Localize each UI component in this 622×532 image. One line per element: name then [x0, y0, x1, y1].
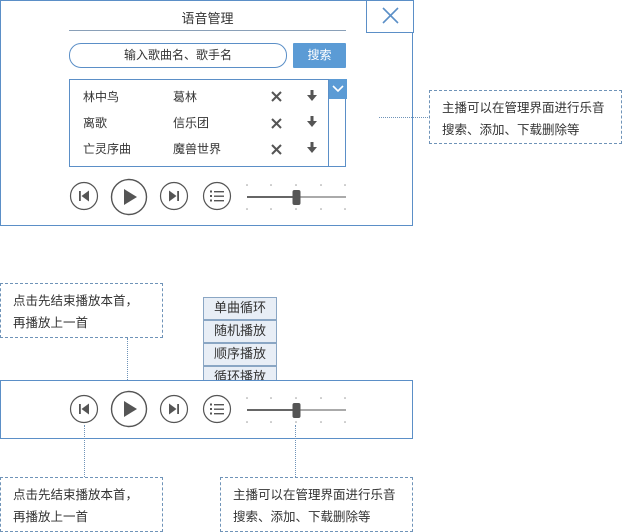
- close-button[interactable]: [366, 0, 414, 33]
- connector-line: [379, 117, 430, 118]
- player-bar: [0, 380, 413, 439]
- play-mode-sequential[interactable]: 顺序播放: [203, 343, 277, 366]
- connector-line: [295, 425, 296, 477]
- song-artist: 魔兽世界: [173, 142, 222, 156]
- page-title: 语音管理: [181, 12, 234, 27]
- download-icon[interactable]: [307, 142, 317, 154]
- title-divider: [69, 30, 346, 31]
- download-icon[interactable]: [307, 90, 317, 102]
- voice-manager-panel: 语音管理 输入歌曲名、歌手名 搜索 林中鸟 葛林 离歌 信乐团: [0, 0, 414, 226]
- song-list: 林中鸟 葛林 离歌 信乐团 亡灵序曲 魔兽世界: [69, 79, 347, 167]
- playlist-button[interactable]: [202, 394, 232, 424]
- search-input[interactable]: 输入歌曲名、歌手名: [69, 43, 287, 68]
- play-mode-shuffle[interactable]: 随机播放: [203, 320, 277, 343]
- search-button[interactable]: 搜索: [293, 43, 346, 68]
- list-item[interactable]: 林中鸟 葛林: [70, 82, 328, 108]
- scrollbar-thumb[interactable]: [329, 79, 347, 99]
- next-button[interactable]: [159, 394, 189, 424]
- play-button[interactable]: [110, 178, 148, 216]
- delete-icon[interactable]: [271, 144, 282, 155]
- scrollbar[interactable]: [328, 79, 347, 167]
- chevron-down-icon: [332, 85, 344, 93]
- list-item[interactable]: 离歌 信乐团: [70, 108, 328, 134]
- manage-note: 主播可以在管理界面进行乐音搜索、添加、下载删除等: [429, 90, 622, 144]
- bottom-manage-note: 主播可以在管理界面进行乐音搜索、添加、下载删除等: [220, 477, 413, 532]
- prev-note: 点击先结束播放本首，再播放上一首: [0, 283, 163, 338]
- song-title: 亡灵序曲: [83, 142, 132, 156]
- volume-slider[interactable]: [245, 394, 348, 426]
- previous-button[interactable]: [69, 181, 99, 211]
- song-title: 林中鸟: [83, 90, 120, 104]
- song-artist: 葛林: [173, 90, 198, 104]
- bottom-prev-note: 点击先结束播放本首，再播放上一首: [0, 477, 163, 532]
- song-artist: 信乐团: [173, 116, 210, 130]
- close-icon: [382, 7, 399, 24]
- connector-line: [84, 425, 85, 477]
- play-button[interactable]: [110, 390, 148, 428]
- play-mode-single-loop[interactable]: 单曲循环: [203, 297, 277, 320]
- next-button[interactable]: [159, 181, 189, 211]
- playlist-button[interactable]: [202, 181, 232, 211]
- song-title: 离歌: [83, 116, 108, 130]
- volume-slider[interactable]: [245, 181, 348, 213]
- delete-icon[interactable]: [271, 91, 282, 102]
- previous-button[interactable]: [69, 394, 99, 424]
- delete-icon[interactable]: [271, 118, 282, 129]
- connector-line: [127, 338, 128, 390]
- download-icon[interactable]: [307, 116, 317, 128]
- list-item[interactable]: 亡灵序曲 魔兽世界: [70, 134, 328, 160]
